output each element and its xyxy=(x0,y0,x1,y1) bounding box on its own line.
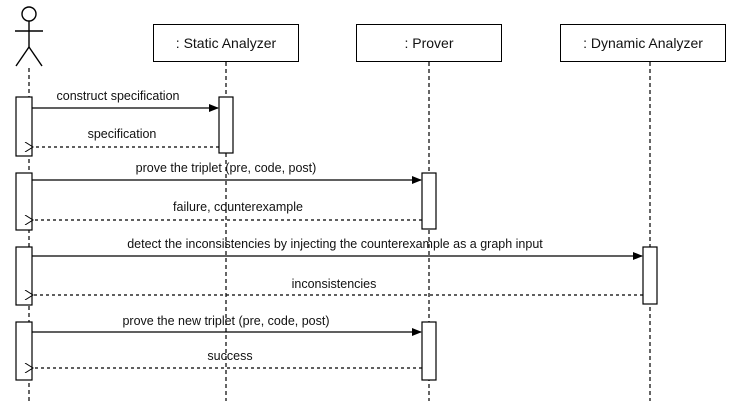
dynamic-analyzer-activation-bar xyxy=(642,246,658,305)
participant-static-analyzer: : Static Analyzer xyxy=(153,24,299,62)
message-label-prove-new-triplet: prove the new triplet (pre, code, post) xyxy=(122,314,330,328)
message-label-success: success xyxy=(207,349,253,363)
actor-activation-bar xyxy=(15,321,33,381)
actor-activation-bar xyxy=(15,96,33,157)
actor-activation-bar xyxy=(15,246,33,306)
participant-dynamic-analyzer: : Dynamic Analyzer xyxy=(560,24,726,62)
participant-prover: : Prover xyxy=(356,24,502,62)
message-label-prove-triplet: prove the triplet (pre, code, post) xyxy=(135,161,317,175)
static-analyzer-activation-bar xyxy=(218,96,234,154)
stick-figure-actor-icon xyxy=(15,6,43,67)
message-label-failure-counterexample: failure, counterexample xyxy=(173,200,303,214)
message-label-specification: specification xyxy=(87,127,157,141)
message-label-inconsistencies: inconsistencies xyxy=(291,277,377,291)
actor-activation-bar xyxy=(15,172,33,231)
message-label-construct-specification: construct specification xyxy=(56,89,180,103)
prover-activation-bar xyxy=(421,172,437,230)
prover-activation-bar xyxy=(421,321,437,381)
message-label-detect-inconsistencies: detect the inconsistencies by injecting … xyxy=(127,237,543,251)
